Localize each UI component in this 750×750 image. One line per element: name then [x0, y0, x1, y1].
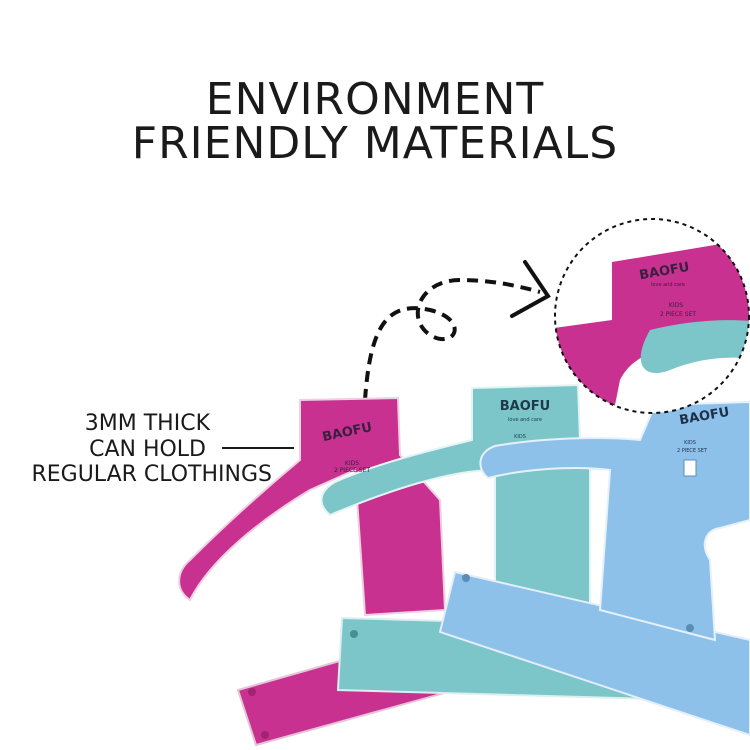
headline-line-1: ENVIRONMENT: [205, 74, 545, 125]
teal-tag-kids: KIDS: [514, 434, 526, 440]
pink-tag-kids: KIDS: [345, 460, 359, 467]
zoom-tag-kids: KIDS: [669, 302, 683, 309]
teal-hanger-tag: BAOFU love and care KIDS: [500, 399, 550, 440]
callout-leader-line: [222, 447, 294, 449]
arrow-head-icon: [510, 260, 551, 318]
callout-line-2: CAN HOLD: [89, 437, 206, 462]
teal-brand-logo: BAOFU: [500, 399, 550, 414]
teal-tagline: love and care: [508, 417, 542, 423]
callout-line-1: 3MM THICK: [84, 411, 210, 436]
dashed-arrow-path: [363, 277, 541, 401]
pink-tag-set: 2 PIECE SET: [334, 467, 370, 474]
blue-tag-kids: KIDS: [684, 440, 696, 446]
zoom-detail-circle: BAOFU love and care KIDS 2 PIECE SET: [554, 218, 750, 414]
headline-line-2: FRIENDLY MATERIALS: [131, 118, 619, 169]
zoom-tagline: love and care: [651, 282, 685, 288]
certification-icon: [683, 459, 697, 477]
blue-tag-set: 2 PIECE SET: [677, 448, 708, 454]
zoom-tag-set: 2 PIECE SET: [660, 311, 696, 318]
blue-hanger: [438, 400, 750, 737]
callout-line-3: REGULAR CLOTHINGS: [31, 462, 272, 487]
